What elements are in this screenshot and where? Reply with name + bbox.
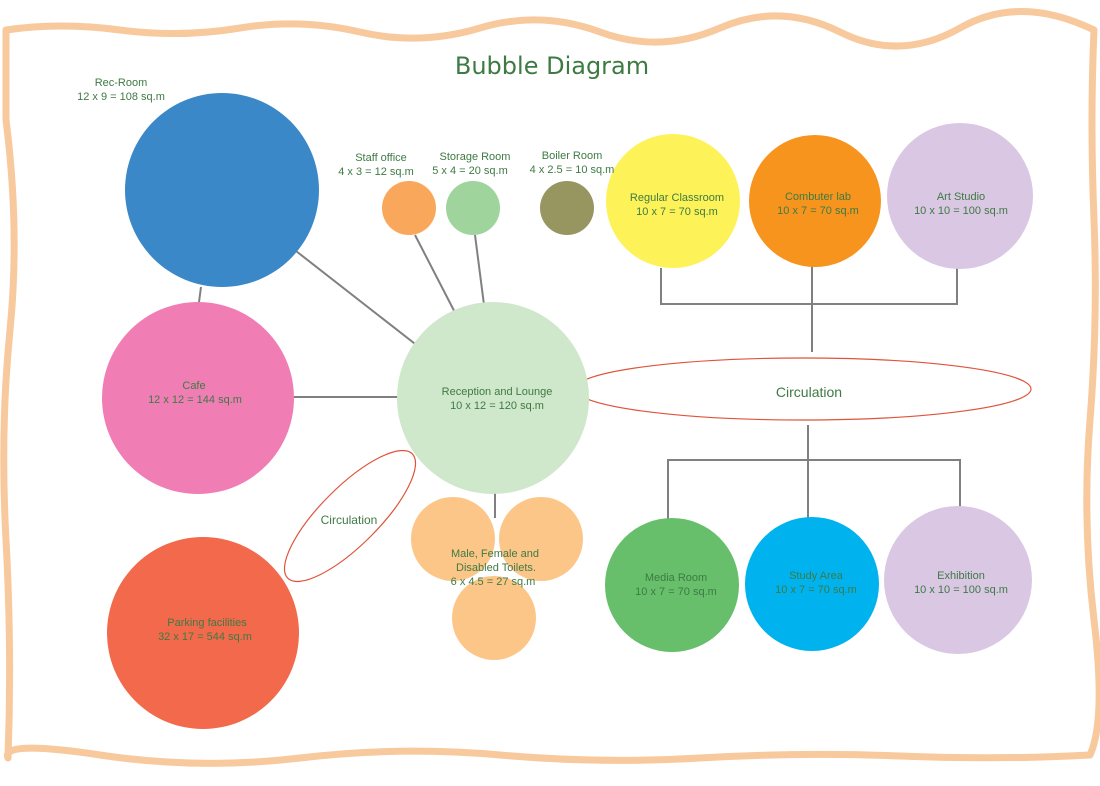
media-room-area: 10 x 7 = 70 sq.m xyxy=(635,586,717,598)
staff-office-area: 4 x 3 = 12 sq.m xyxy=(338,166,414,178)
study-area-name: Study Area xyxy=(789,570,844,582)
connector-lines xyxy=(198,234,961,520)
cafe-area: 12 x 12 = 144 sq.m xyxy=(148,394,242,406)
cafe-bubble xyxy=(102,302,294,494)
classroom-area: 10 x 7 = 70 sq.m xyxy=(636,206,718,218)
reception-area: 10 x 12 = 120 sq.m xyxy=(450,400,544,412)
toilet-bubble-bottom xyxy=(452,576,536,660)
boiler-room-area: 4 x 2.5 = 10 sq.m xyxy=(530,164,615,176)
computer-lab-area: 10 x 7 = 70 sq.m xyxy=(777,205,859,217)
art-studio-area: 10 x 10 = 100 sq.m xyxy=(914,205,1008,217)
reception-bubble xyxy=(397,302,589,494)
circulation-left-ellipse xyxy=(283,449,417,583)
exhibition-bubble xyxy=(884,506,1032,654)
storage-room-name: Storage Room xyxy=(440,151,511,163)
page-frame xyxy=(0,8,1100,767)
parking-area: 32 x 17 = 544 sq.m xyxy=(158,631,252,643)
art-studio-name: Art Studio xyxy=(937,191,985,203)
computer-lab-bubble xyxy=(749,135,881,267)
storage-room-area: 5 x 4 = 20 sq.m xyxy=(432,165,508,177)
rec-room-name: Rec-Room xyxy=(95,77,148,89)
boiler-room-name: Boiler Room xyxy=(542,150,603,162)
boiler-room-bubble xyxy=(540,181,594,235)
reception-name: Reception and Lounge xyxy=(442,386,553,398)
staff-office-bubble xyxy=(382,181,436,235)
toilet-bubble-right xyxy=(499,497,583,581)
art-studio-bubble xyxy=(887,123,1033,269)
bracket-top xyxy=(660,268,958,305)
media-room-bubble xyxy=(605,518,739,652)
toilets-name-line1: Male, Female and xyxy=(451,548,539,560)
storage-room-bubble xyxy=(446,181,500,235)
line-recroom-cafe xyxy=(198,286,202,303)
line-recroom-reception xyxy=(295,250,429,355)
parking-bubble xyxy=(107,537,299,729)
bracket-bottom xyxy=(667,459,961,520)
exhibition-area: 10 x 10 = 100 sq.m xyxy=(914,584,1008,596)
parking-name: Parking facilities xyxy=(167,617,247,629)
staff-office-name: Staff office xyxy=(355,152,407,164)
rec-room-bubble xyxy=(125,93,319,287)
computer-lab-name: Combuter lab xyxy=(785,191,851,203)
study-area-area: 10 x 7 = 70 sq.m xyxy=(775,584,857,596)
exhibition-name: Exhibition xyxy=(937,570,985,582)
media-room-name: Media Room xyxy=(645,572,707,584)
study-area-bubble xyxy=(745,517,879,651)
circulation-main-label: Circulation xyxy=(776,384,842,400)
rec-room-area: 12 x 9 = 108 sq.m xyxy=(77,91,165,103)
classroom-name: Regular Classroom xyxy=(630,192,724,204)
toilet-bubble-left xyxy=(411,497,495,581)
classroom-bubble xyxy=(606,134,740,268)
toilets-name-line2: Disabled Toilets. xyxy=(456,562,536,574)
diagram-title: Bubble Diagram xyxy=(455,52,649,80)
toilets-area: 6 x 4.5 = 27 sq.m xyxy=(451,576,536,588)
circulation-left-label: Circulation xyxy=(321,513,378,527)
cafe-name: Cafe xyxy=(182,380,205,392)
